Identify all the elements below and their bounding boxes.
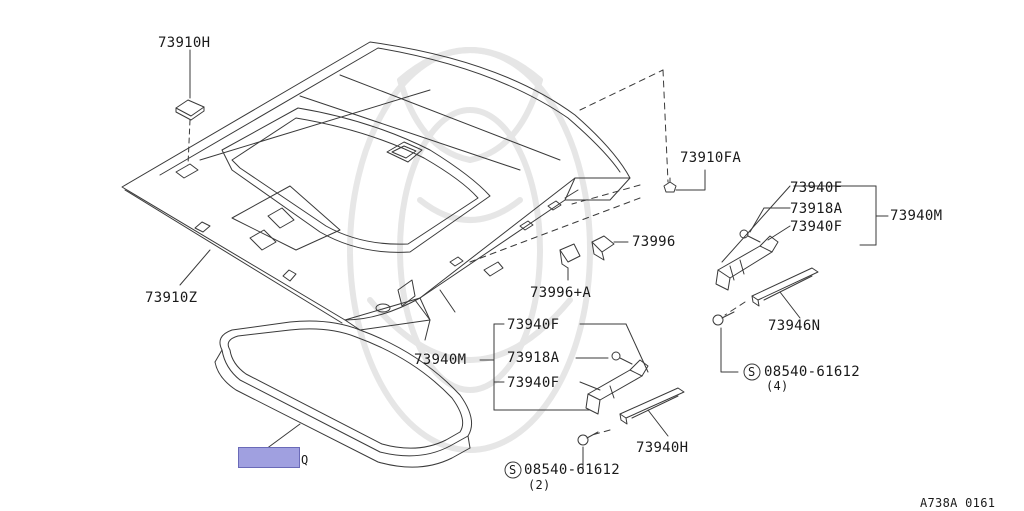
label-73910h: 73910H <box>158 35 211 51</box>
left-screw <box>577 431 599 446</box>
label-73918a-left: 73918A <box>507 350 560 366</box>
part-73910fa-clip <box>663 177 677 193</box>
headlining-panel <box>121 41 631 341</box>
label-73996: 73996 <box>632 234 676 250</box>
label-73910fa: 73910FA <box>680 150 742 166</box>
part-73946n-rail <box>751 267 819 307</box>
part-73996a-clip <box>559 243 581 269</box>
label-73940f-right-top: 73940F <box>790 180 843 196</box>
label-73996a: 73996+A <box>530 285 592 301</box>
label-73940m-right: 73940M <box>890 208 943 224</box>
part-73910h-pad <box>175 99 205 121</box>
label-qty-right: (4) <box>766 379 789 393</box>
label-qty-left: (2) <box>528 478 551 492</box>
left-bracket-group-lines <box>479 323 649 411</box>
label-73940f-right-bottom: 73940F <box>790 219 843 235</box>
projection-lines <box>469 69 746 436</box>
label-73940h: 73940H <box>636 440 689 456</box>
right-handle-bracket <box>715 229 779 291</box>
label-08540-right: 08540-61612 <box>764 364 861 380</box>
label-08540-left: 08540-61612 <box>524 462 621 478</box>
label-hidden-suffix: Q <box>301 453 309 467</box>
redacted-part-number-box <box>238 447 300 468</box>
label-73940f-left-bottom: 73940F <box>507 375 560 391</box>
part-73996-clip <box>591 235 615 261</box>
right-screw <box>712 311 735 326</box>
label-73946n: 73946N <box>768 318 821 334</box>
part-73940h-rail <box>619 387 685 425</box>
label-73940f-left-top: 73940F <box>507 317 560 333</box>
weatherstrip-seal <box>214 320 473 468</box>
left-handle-bracket <box>585 351 649 415</box>
label-73910z: 73910Z <box>145 290 198 306</box>
s-mark-left: S <box>509 463 517 477</box>
s-mark-right: S <box>748 365 756 379</box>
right-bracket-group-lines <box>721 185 889 263</box>
watermark-emblem <box>347 47 593 453</box>
label-73918a-right: 73918A <box>790 201 843 217</box>
diagram-code: A738A 0161 <box>920 496 996 510</box>
label-73940m-left: 73940M <box>414 352 467 368</box>
